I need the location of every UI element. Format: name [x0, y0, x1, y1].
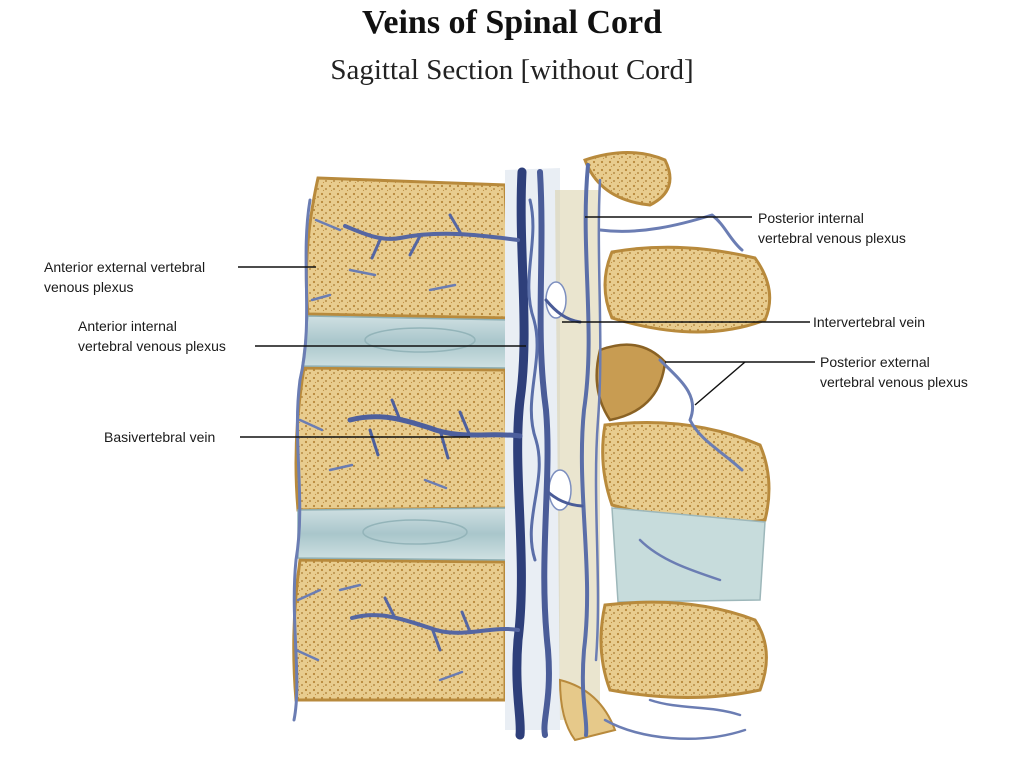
label-line: Anterior internal — [78, 318, 177, 334]
label-line: venous plexus — [44, 279, 134, 295]
vertebral-body-lower — [292, 558, 507, 702]
label-anterior-internal-plexus: Anterior internal vertebral venous plexu… — [78, 316, 226, 356]
intervertebral-discs — [297, 315, 511, 561]
posterior-elements — [558, 151, 772, 742]
label-line: Anterior external vertebral — [44, 259, 206, 275]
leader-lines — [238, 216, 815, 438]
label-posterior-internal-plexus: Posterior internal vertebral venous plex… — [758, 208, 906, 248]
basivertebral-vein-middle — [347, 414, 523, 439]
label-line: Basivertebral vein — [104, 429, 216, 445]
label-line: vertebral venous plexus — [820, 374, 968, 390]
vertebral-body-upper — [304, 176, 512, 320]
intervertebral-foramina — [545, 281, 572, 511]
articular-process — [595, 343, 667, 422]
posterior-external-plexus — [598, 213, 744, 252]
label-basivertebral-vein: Basivertebral vein — [104, 427, 215, 447]
label-line: Posterior internal — [758, 210, 864, 226]
page-title: Veins of Spinal Cord — [361, 4, 663, 41]
spinous-process-lower — [599, 600, 768, 699]
vertebral-body-middle — [294, 366, 510, 512]
ligamentum-flavum — [611, 507, 766, 603]
label-line: vertebral venous plexus — [758, 230, 906, 246]
label-intervertebral-vein: Intervertebral vein — [813, 312, 925, 332]
spinous-process-top — [583, 151, 672, 207]
label-line: Posterior external — [820, 354, 930, 370]
label-line: vertebral venous plexus — [78, 338, 226, 354]
label-posterior-external-plexus: Posterior external vertebral venous plex… — [820, 352, 968, 392]
posterior-internal-plexus — [579, 163, 591, 737]
label-line: Intervertebral vein — [813, 314, 926, 330]
disc-lower — [297, 507, 509, 561]
page-subtitle: Sagittal Section [without Cord] — [330, 54, 694, 86]
anterior-internal-plexus-trunk — [512, 167, 529, 740]
disc-upper — [301, 315, 511, 369]
spinous-process-middle — [601, 421, 771, 525]
anterior-external-plexus — [292, 198, 312, 722]
label-anterior-external-plexus: Anterior external vertebral venous plexu… — [44, 257, 205, 297]
vertebral-bodies — [292, 176, 512, 702]
basivertebral-vein-upper — [343, 224, 520, 242]
spinous-process-upper — [603, 245, 772, 334]
basivertebral-vein-lower — [350, 613, 520, 635]
